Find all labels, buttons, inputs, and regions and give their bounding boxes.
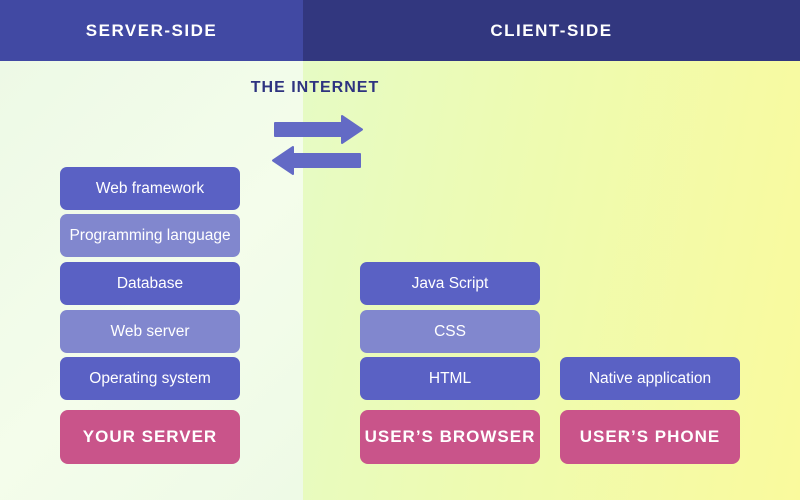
stack-box-native-application: Native application [560,357,740,400]
stack-box-programming-language: Programming language [60,214,240,257]
stack-box-javascript: Java Script [360,262,540,305]
stack-box-web-server: Web server [60,310,240,353]
stack-box-operating-system: Operating system [60,357,240,400]
stack-box-css: CSS [360,310,540,353]
data-transfer-arrows [272,115,363,175]
stack-box-html: HTML [360,357,540,400]
client-side-header: CLIENT-SIDE [303,0,800,61]
arrow-right-icon [274,115,363,144]
base-box-users-phone: USER’S PHONE [560,410,740,464]
internet-label: THE INTERNET [250,79,380,96]
stack-box-database: Database [60,262,240,305]
arrow-left-icon [272,146,361,175]
base-box-users-browser: USER’S BROWSER [360,410,540,464]
stack-box-web-framework: Web framework [60,167,240,210]
server-side-header-label: SERVER-SIDE [85,20,218,40]
server-side-header: SERVER-SIDE [0,0,303,61]
client-side-header-label: CLIENT-SIDE [490,20,613,40]
base-box-your-server: YOUR SERVER [60,410,240,464]
